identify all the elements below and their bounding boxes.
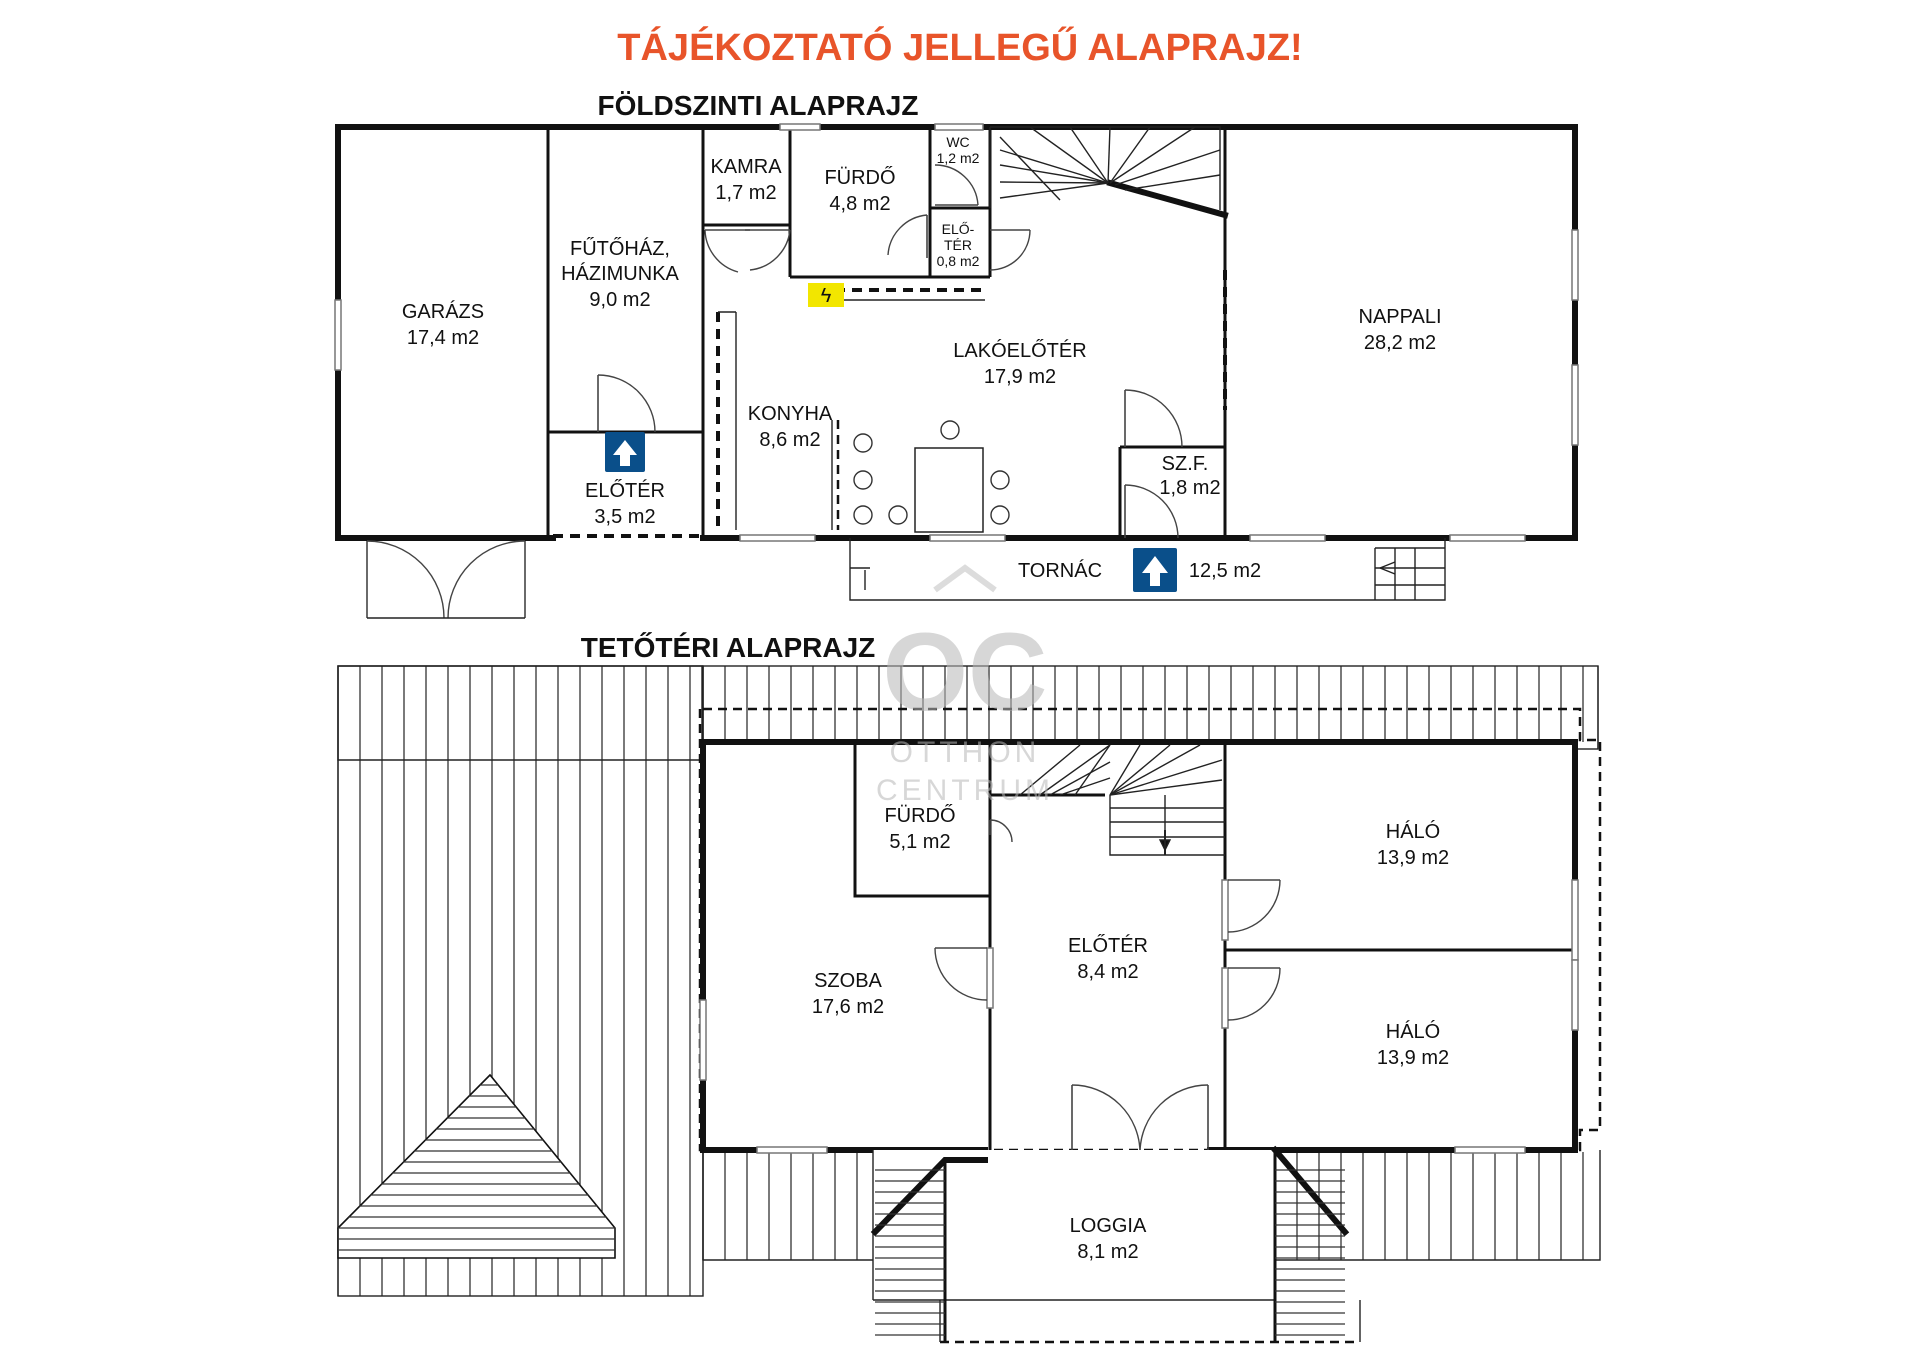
living-room-area: 28,2 m2	[1364, 332, 1436, 354]
boiler-area: 9,0 m2	[589, 289, 650, 311]
ground-floor-plan: ϟ	[334, 123, 1579, 619]
small-hall-name-1: ELŐ-	[942, 221, 975, 237]
room-area: 17,6 m2	[812, 996, 884, 1018]
attic-floor-plan: FÜRDŐ 5,1 m2 SZOBA 17,6 m2 ELŐTÉR 8,4 m2…	[337, 665, 1602, 1344]
wc-name: WC	[946, 134, 969, 150]
boiler-name-2: HÁZIMUNKA	[561, 262, 679, 285]
attic-hall-area: 8,4 m2	[1077, 961, 1138, 983]
boiler-name-1: FŰTŐHÁZ,	[570, 237, 670, 260]
attic-staircase	[1019, 744, 1225, 856]
pantry-name: KAMRA	[710, 156, 782, 178]
watermark-line1: OTTHON	[890, 736, 1041, 769]
notice-heading: TÁJÉKOZTATÓ JELLEGŰ ALAPRAJZ!	[617, 25, 1302, 69]
bathroom-area: 4,8 m2	[829, 193, 890, 215]
entry-hall-area: 3,5 m2	[594, 506, 655, 528]
bedroom1-area: 13,9 m2	[1377, 847, 1449, 869]
room-name: SZOBA	[814, 970, 882, 992]
attic-bathroom-name: FÜRDŐ	[884, 804, 955, 827]
bedroom1-name: HÁLÓ	[1386, 820, 1440, 843]
loggia-area: 8,1 m2	[1077, 1241, 1138, 1263]
living-hall-name: LAKÓELŐTÉR	[953, 339, 1086, 362]
small-hall-name-2: TÉR	[944, 237, 972, 253]
watermark-logo: OC OTTHON CENTRUM	[876, 564, 1054, 807]
entry-hall-name: ELŐTÉR	[585, 479, 665, 502]
garage-area: 17,4 m2	[407, 327, 479, 349]
electric-panel	[808, 283, 844, 307]
entrance-arrow-icon	[605, 432, 645, 472]
porch-name: TORNÁC	[1018, 559, 1102, 582]
porch-entrance-arrow-icon	[1133, 548, 1177, 592]
kitchen-name: KONYHA	[748, 403, 833, 425]
porch	[849, 538, 1446, 601]
kitchen-area: 8,6 m2	[759, 429, 820, 451]
garage-name: GARÁZS	[402, 300, 484, 323]
ground-doors	[366, 164, 1183, 619]
bedroom2-area: 13,9 m2	[1377, 1047, 1449, 1069]
loggia	[870, 1145, 1361, 1344]
lightning-icon: ϟ	[821, 285, 832, 307]
living-room-name: NAPPALI	[1359, 306, 1442, 328]
pantry-area: 1,7 m2	[715, 182, 776, 204]
bedroom2-name: HÁLÓ	[1386, 1020, 1440, 1043]
bathroom-name: FÜRDŐ	[824, 166, 895, 189]
attic-floor-title: TETŐTÉRI ALAPRAJZ	[581, 632, 876, 663]
watermark-monogram: OC	[883, 611, 1048, 734]
wc-area: 1,2 m2	[937, 150, 980, 166]
porch-area: 12,5 m2	[1189, 560, 1261, 582]
left-dormer	[337, 1073, 616, 1259]
closet-name: SZ.F.	[1162, 453, 1209, 475]
living-hall-area: 17,9 m2	[984, 366, 1056, 388]
dining-chairs	[853, 420, 1010, 525]
watermark-line2: CENTRUM	[876, 774, 1054, 807]
ground-staircase	[989, 126, 1221, 210]
small-hall-area: 0,8 m2	[937, 253, 980, 269]
closet-area: 1,8 m2	[1159, 477, 1220, 499]
ground-floor-title: FÖLDSZINTI ALAPRAJZ	[598, 90, 919, 121]
loggia-name: LOGGIA	[1070, 1215, 1147, 1237]
dining-table	[914, 447, 984, 533]
attic-bathroom-area: 5,1 m2	[889, 831, 950, 853]
attic-hall-name: ELŐTÉR	[1068, 934, 1148, 957]
